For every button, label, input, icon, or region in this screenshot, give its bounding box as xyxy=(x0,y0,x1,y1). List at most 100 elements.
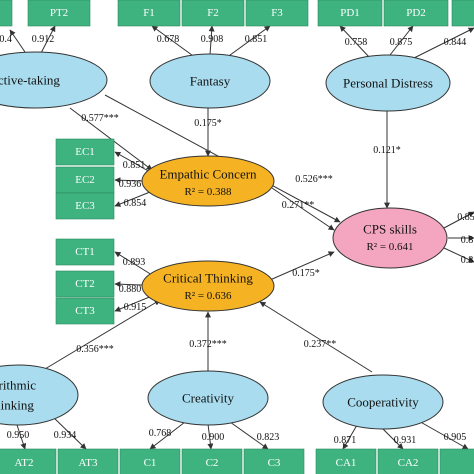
loading-ec3: 0.854 xyxy=(124,198,147,209)
construct-critical-thinking: Critical Thinking R² = 0.636 xyxy=(141,260,275,312)
svg-text:C1: C1 xyxy=(144,457,157,469)
top-indicators: PT2 F1 F2 F3 PD1 PD2 xyxy=(0,0,474,27)
svg-text:CPS skills: CPS skills xyxy=(363,222,417,237)
svg-text:hinking: hinking xyxy=(0,398,34,413)
edge-c-c2 xyxy=(207,423,214,450)
edge-f-f2 xyxy=(208,25,215,56)
loading-c1: 0.768 xyxy=(149,428,172,439)
svg-text:R² = 0.641: R² = 0.641 xyxy=(366,241,413,253)
coef-ec-cps: 0.271** xyxy=(282,200,315,211)
edge-ct-ct3 xyxy=(114,295,153,312)
construct-cps-skills: CPS skills R² = 0.641 xyxy=(332,207,448,269)
loading-c2: 0.900 xyxy=(202,432,225,443)
svg-text:AT2: AT2 xyxy=(15,457,34,469)
construct-fantasy: Fantasy xyxy=(149,53,271,109)
svg-text:AT3: AT3 xyxy=(79,457,98,469)
svg-text:CT1: CT1 xyxy=(75,246,95,258)
svg-text:Cooperativity: Cooperativity xyxy=(347,395,419,410)
svg-text:CT3: CT3 xyxy=(75,305,95,317)
path-at-ct xyxy=(39,299,161,373)
bottom-indicators: AT2 AT3 C1 C2 C3 CA1 CA2 xyxy=(0,448,474,474)
svg-text:orithmic: orithmic xyxy=(0,378,36,393)
loading-ct2: 0.880 xyxy=(119,284,142,295)
indicator-ct2: CT2 xyxy=(55,270,115,298)
coef-pd-cps: 0.121* xyxy=(373,145,401,156)
loading-pd2: 0.875 xyxy=(390,37,413,48)
edge-pt-left xyxy=(9,29,26,53)
path-ct-cps xyxy=(269,251,335,281)
loading-ca2: 0.931 xyxy=(394,435,417,446)
svg-text:R² = 0.388: R² = 0.388 xyxy=(184,186,232,198)
loading-cps-c: 0.8 xyxy=(461,255,474,266)
indicator-ec1: EC1 xyxy=(55,138,115,166)
loading-f1: 0.678 xyxy=(157,34,180,45)
indicator-ec3: EC3 xyxy=(55,192,115,220)
construct-algorithmic-thinking: orithmic hinking xyxy=(0,364,79,426)
construct-cooperativity: Cooperativity xyxy=(322,374,444,430)
loading-ca3: 0.905 xyxy=(444,432,467,443)
svg-text:CA1: CA1 xyxy=(336,457,357,469)
svg-text:ective-taking: ective-taking xyxy=(0,73,60,88)
loading-labels: -0.4 0.912 0.678 0.908 0.851 0.758 0.875… xyxy=(0,34,474,446)
coef-ct-cps: 0.175* xyxy=(292,268,320,279)
svg-text:PD2: PD2 xyxy=(406,7,426,19)
loading-cps-b: 0.8 xyxy=(461,235,474,246)
loading-pd1: 0.758 xyxy=(345,37,368,48)
svg-text:PT2: PT2 xyxy=(50,7,68,19)
indicator-f3: F3 xyxy=(245,0,309,27)
indicator-at3: AT3 xyxy=(57,448,119,474)
construct-empathic-concern: Empathic Concern R² = 0.388 xyxy=(141,155,275,207)
indicator-ct3: CT3 xyxy=(55,297,115,325)
coef-c-ct: 0.372*** xyxy=(189,339,227,350)
construct-personal-distress: Personal Distress xyxy=(325,54,451,112)
indicator-c3: C3 xyxy=(243,448,305,474)
edge-ct-ct2 xyxy=(114,281,143,288)
edge-cps-r1 xyxy=(443,211,474,229)
svg-text:Fantasy: Fantasy xyxy=(190,74,231,89)
ec-indicators: EC1 EC2 EC3 xyxy=(55,138,115,220)
path-ca-ct xyxy=(259,301,373,373)
loading-ct1: 0.893 xyxy=(123,257,146,268)
edge-c-c3 xyxy=(229,421,269,450)
edge-f-f3 xyxy=(225,25,271,59)
path-ec-cps xyxy=(271,187,335,231)
coef-pt-cps: 0.526*** xyxy=(295,174,333,185)
indicator-pt2: PT2 xyxy=(27,0,91,27)
coef-at-ct: 0.356*** xyxy=(76,344,114,355)
svg-text:Creativity: Creativity xyxy=(182,391,234,406)
edge-ec-ec3 xyxy=(114,191,151,207)
indicator-box-left-partial xyxy=(0,0,13,27)
svg-text:R² = 0.636: R² = 0.636 xyxy=(184,290,232,302)
indicator-pd2: PD2 xyxy=(383,0,449,27)
indicator-ec2: EC2 xyxy=(55,166,115,194)
edge-ec-ec1 xyxy=(114,151,151,173)
svg-text:C3: C3 xyxy=(268,457,281,469)
edge-pt-pt2 xyxy=(39,25,56,56)
svg-text:Personal Distress: Personal Distress xyxy=(343,76,433,91)
indicator-box-right-partial xyxy=(451,0,474,27)
edge-ec-ec2 xyxy=(114,177,143,184)
construct-perspective-taking: ective-taking xyxy=(0,51,108,109)
edge-c-c1 xyxy=(149,421,186,450)
loading-at2: 0.950 xyxy=(7,430,30,441)
loading-ec1: 0.851 xyxy=(123,160,146,171)
indicator-f1: F1 xyxy=(117,0,181,27)
indicator-ct1: CT1 xyxy=(55,238,115,266)
svg-text:EC3: EC3 xyxy=(75,200,95,212)
svg-text:C2: C2 xyxy=(206,457,219,469)
svg-text:F3: F3 xyxy=(271,7,283,19)
indicator-c2: C2 xyxy=(181,448,243,474)
loading-pt-a: -0.4 xyxy=(0,34,12,45)
loading-ct3: 0.915 xyxy=(124,302,147,313)
edge-pd-pd2 xyxy=(389,25,414,56)
svg-text:EC2: EC2 xyxy=(75,174,95,186)
edge-at-at3 xyxy=(51,415,87,450)
indicator-box-bottom-right-partial xyxy=(439,448,474,474)
edge-pd-pd1 xyxy=(339,25,371,59)
coef-pt-ec: 0.577*** xyxy=(81,113,119,124)
loading-at3: 0.934 xyxy=(54,430,77,441)
edge-cps-r3 xyxy=(443,247,474,263)
indicator-at2: AT2 xyxy=(0,448,57,474)
loading-ec2: 0.936 xyxy=(119,179,142,190)
